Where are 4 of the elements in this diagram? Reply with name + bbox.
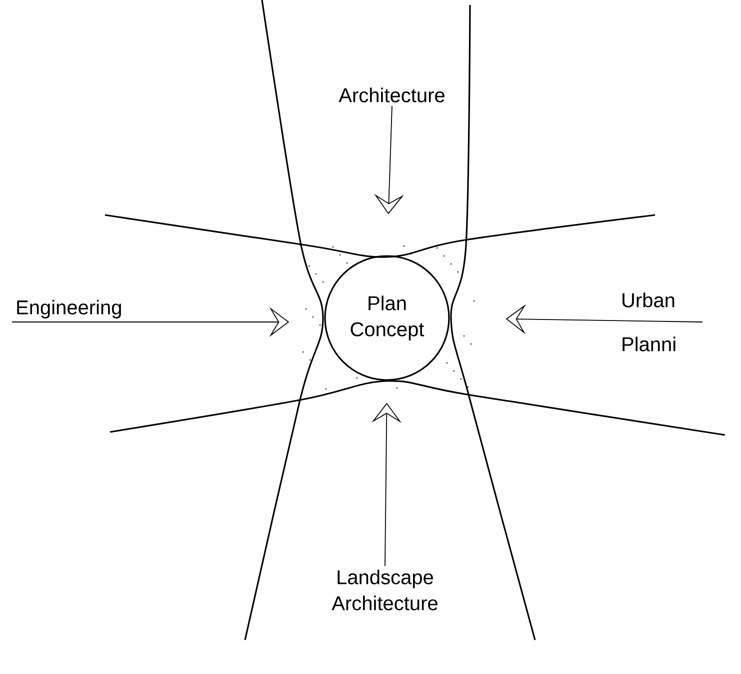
discipline-label: Landscape Architecture	[332, 570, 438, 610]
discipline-label: Architecture	[338, 88, 444, 102]
discipline-label: Urban Planni	[622, 292, 676, 352]
discipline-label: Engineering	[17, 300, 121, 318]
